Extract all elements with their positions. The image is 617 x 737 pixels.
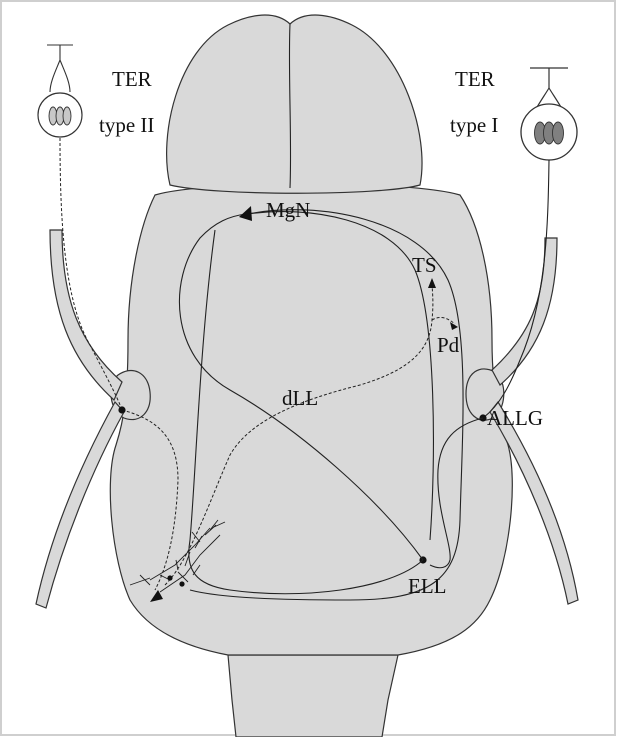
label-ter-type2-line2: type II [99, 113, 154, 137]
ter-type1-receptor [521, 68, 577, 160]
spinal-cord [228, 655, 398, 737]
label-ts: TS [412, 253, 437, 277]
label-ter-type1-line1: TER [455, 67, 495, 91]
label-allg: ALLG [487, 406, 543, 430]
telencephalon [167, 15, 422, 193]
neuron-soma-2 [179, 581, 184, 586]
right-nerve-anterior [492, 238, 557, 385]
left-ganglion-soma [118, 406, 125, 413]
left-nerve-anterior [50, 230, 122, 400]
ter-type2-receptor [38, 45, 82, 137]
label-pd: Pd [437, 333, 460, 357]
label-ell: ELL [408, 574, 446, 598]
label-ter-type2-line1: TER [112, 67, 152, 91]
label-ter-type1-line2: type I [450, 113, 498, 137]
label-mgn: MgN [266, 198, 310, 222]
label-dll: dLL [282, 386, 318, 410]
neuron-soma-1 [167, 575, 172, 580]
